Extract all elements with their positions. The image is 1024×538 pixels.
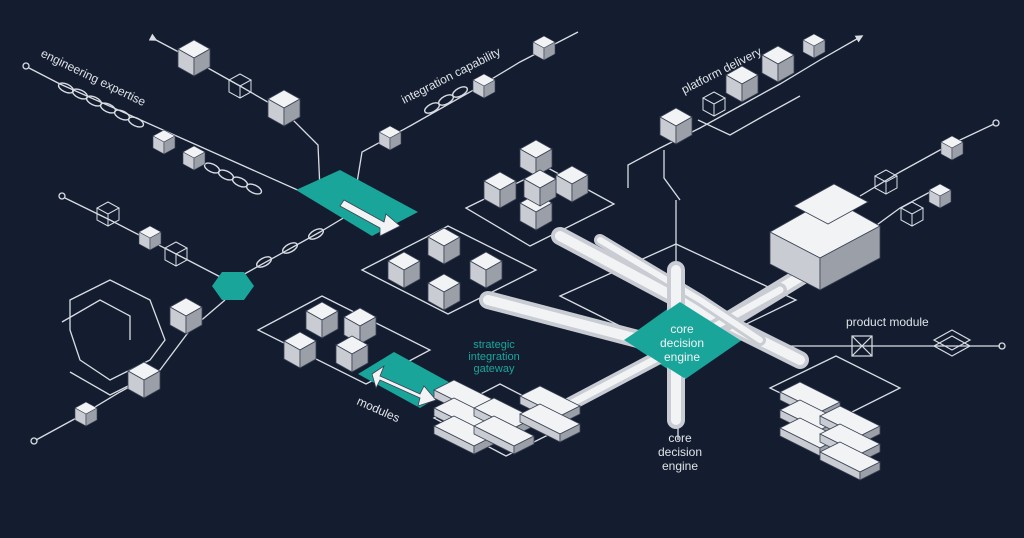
label-core-engine-center-1: core [670,322,694,336]
flow-arrows [339,199,437,407]
cube-cluster-top-center [483,139,589,231]
teal-core-engine-top [624,302,740,378]
label-modules: modules [355,394,402,425]
cube-cluster-right [874,135,964,227]
cube-cluster-top-left [152,39,301,171]
chain-links [57,82,469,268]
label-strategic-gateway-3: gateway [474,363,515,375]
teal-gateway-band [358,352,456,408]
server-block-right [769,183,881,291]
label-core-engine-below-2: decision [658,445,702,459]
teal-hexagon [212,272,254,300]
label-strategic-gateway-2: integration [468,351,519,363]
product-module-nodes [851,329,972,357]
label-core-engine-below-1: core [668,431,692,445]
label-product-module: product module [846,315,929,329]
core-conduits [479,227,817,429]
slab-stacks [433,379,881,481]
cube-cluster-modules [283,301,377,373]
label-engineering-expertise: engineering expertise [39,46,149,109]
label-core-engine-center-2: decision [660,336,704,350]
label-strategic-gateway-1: strategic [473,339,515,351]
cube-cluster-left-mid [74,201,203,427]
label-core-engine-center-3: engine [664,350,700,364]
label-core-engine-below-3: engine [662,459,698,473]
